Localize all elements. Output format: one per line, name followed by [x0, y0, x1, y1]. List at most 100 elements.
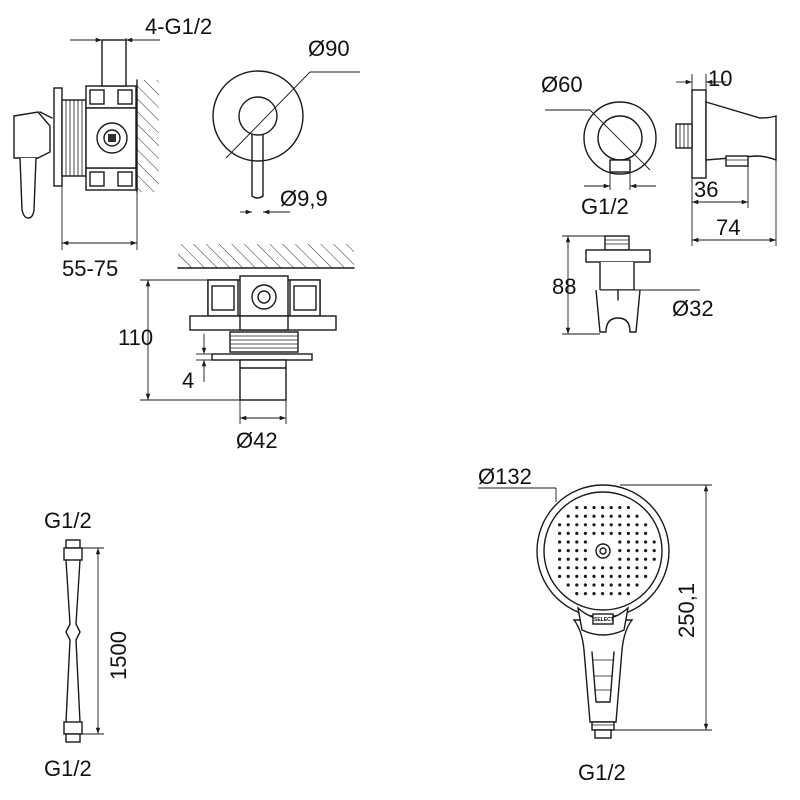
dim-holder-height: 88	[552, 235, 605, 335]
label-holder-height: 88	[552, 274, 576, 299]
spray-nozzle	[558, 531, 562, 536]
spray-nozzle	[583, 592, 588, 596]
label-lever-diameter: Ø9,9	[280, 186, 328, 211]
spray-nozzle	[609, 592, 613, 596]
label-inlet-thread: 4-G1/2	[145, 14, 212, 39]
spray-nozzle	[609, 574, 613, 579]
spray-nozzle	[626, 583, 631, 587]
label-sleeve-diameter: Ø42	[236, 428, 278, 453]
spray-nozzle	[583, 566, 588, 570]
spray-nozzle	[566, 583, 570, 587]
spray-nozzle	[575, 574, 579, 579]
spray-nozzle	[644, 540, 648, 544]
spray-nozzle	[626, 506, 631, 510]
spray-nozzle	[566, 574, 570, 579]
dim-elbow-thickness: 10	[676, 66, 732, 91]
spray-nozzle	[566, 531, 570, 536]
wall-elbow-side-view	[675, 89, 777, 179]
spray-nozzle	[635, 583, 639, 587]
label-hose-thread-bottom: G1/2	[44, 756, 92, 781]
select-button-label: SELECT	[594, 617, 614, 623]
spray-nozzle	[583, 523, 588, 527]
spray-nozzle	[618, 506, 622, 510]
spray-nozzle	[652, 540, 656, 544]
spray-nozzle	[583, 540, 588, 544]
spray-nozzle	[609, 506, 613, 510]
spray-nozzle	[635, 574, 639, 579]
label-elbow-length: 74	[716, 215, 740, 240]
spray-nozzle	[566, 540, 570, 544]
spray-nozzle	[635, 566, 639, 570]
spray-nozzle	[626, 574, 631, 579]
spray-nozzle	[592, 506, 596, 510]
dim-plate-gap: 4	[182, 334, 212, 393]
label-hose-thread-top: G1/2	[44, 508, 92, 533]
spray-nozzle	[635, 557, 639, 561]
label-plate-diameter: Ø90	[308, 36, 350, 61]
spray-nozzle	[558, 540, 562, 544]
spray-nozzle	[618, 592, 622, 596]
spray-nozzle	[575, 557, 579, 561]
spray-nozzle	[601, 566, 605, 570]
spray-nozzle-grid	[558, 506, 656, 596]
spray-nozzle	[635, 531, 639, 536]
spray-nozzle	[566, 566, 570, 570]
spray-nozzle	[626, 523, 631, 527]
spray-nozzle	[644, 557, 648, 561]
dim-head-diameter: Ø132	[478, 464, 557, 502]
mixer-front-view: Ø90 Ø9,9	[212, 36, 360, 215]
spray-nozzle	[558, 566, 562, 570]
spray-nozzle	[558, 523, 562, 527]
label-elbow-thread: G1/2	[581, 194, 629, 219]
shower-holder-view	[585, 235, 651, 333]
spray-nozzle	[575, 549, 579, 553]
spray-nozzle	[626, 531, 631, 536]
spray-nozzle	[609, 531, 613, 536]
spray-nozzle	[583, 549, 588, 553]
spray-nozzle	[635, 540, 639, 544]
spray-nozzle	[618, 566, 622, 570]
label-elbow-thickness: 10	[708, 66, 732, 91]
spray-nozzle	[592, 514, 596, 518]
spray-nozzle	[618, 514, 622, 518]
spray-nozzle	[575, 506, 579, 510]
spray-nozzle	[592, 592, 596, 596]
spray-nozzle	[618, 531, 622, 536]
spray-nozzle	[644, 523, 648, 527]
spray-nozzle	[652, 549, 656, 553]
mixer-body-view	[177, 244, 355, 401]
spray-nozzle	[558, 549, 562, 553]
spray-nozzle	[644, 549, 648, 553]
hand-shower-view: SELECT	[536, 484, 670, 739]
spray-nozzle	[592, 523, 596, 527]
label-wall-depth: 55-75	[62, 256, 118, 281]
spray-nozzle	[635, 514, 639, 518]
label-elbow-outlet: 36	[694, 177, 718, 202]
spray-nozzle	[583, 583, 588, 587]
spray-nozzle	[592, 566, 596, 570]
spray-nozzle	[566, 549, 570, 553]
spray-nozzle	[609, 583, 613, 587]
spray-nozzle	[618, 549, 622, 553]
thread-lines-side	[65, 100, 83, 176]
spray-nozzle	[626, 514, 631, 518]
dim-elbow-outlet: 36	[692, 166, 749, 208]
spray-nozzle	[644, 574, 648, 579]
spray-nozzle	[635, 523, 639, 527]
spray-nozzle	[618, 557, 622, 561]
spray-nozzle	[618, 540, 622, 544]
spray-nozzle	[558, 557, 562, 561]
spray-nozzle	[601, 531, 605, 536]
spray-nozzle	[601, 592, 605, 596]
spray-nozzle	[566, 514, 570, 518]
dim-inlet-thread: 4-G1/2	[70, 14, 212, 43]
spray-nozzle	[592, 531, 596, 536]
spray-nozzle	[592, 583, 596, 587]
spray-nozzle	[626, 549, 631, 553]
wall-elbow-front-view: Ø60 G1/2	[541, 72, 657, 219]
spray-nozzle	[609, 566, 613, 570]
spray-nozzle	[575, 523, 579, 527]
spray-nozzle	[644, 566, 648, 570]
spray-nozzle	[601, 506, 605, 510]
